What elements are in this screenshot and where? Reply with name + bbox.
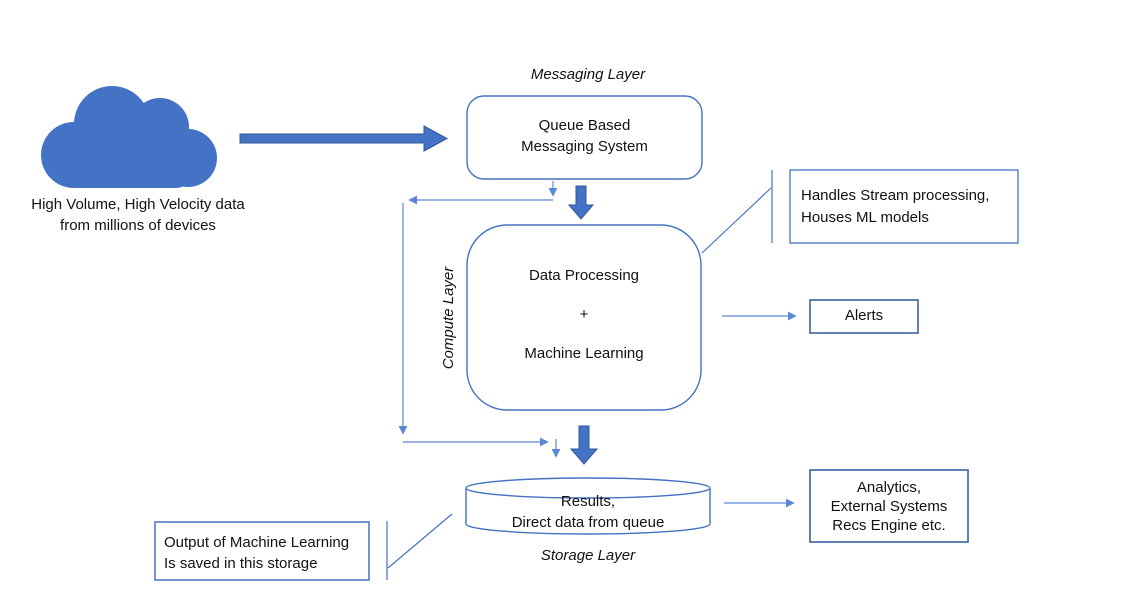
storage-node-label: Results, Direct data from queue [511,493,665,531]
queue-messaging-node [466,95,703,180]
stream-note-box [789,169,1019,244]
storage-note-callout-line [386,513,453,580]
analytics-label: Analytics, External Systems Recs Engine … [830,479,948,534]
flow-arrow-source-to-queue [239,125,449,152]
compute-node-label: Data Processing + Machine Learning [524,267,644,362]
stream-note-callout-line [701,170,773,254]
analytics-box [809,469,969,543]
output-note-box [154,521,370,581]
cloud-icon [41,86,217,188]
output-note-label: Output of Machine Learning Is saved in t… [164,534,350,572]
storage-cylinder [465,477,711,535]
messaging-layer-title: Messaging Layer [530,66,646,83]
queue-messaging-label: Queue Based Messaging System [521,117,648,155]
flow-arrow-queue-to-compute [567,185,595,220]
stream-note-label: Handles Stream processing, Houses ML mod… [801,187,990,226]
storage-layer-title: Storage Layer [540,547,636,564]
alerts-label: Alerts [844,307,884,324]
compute-node [466,224,702,411]
source-label: High Volume, High Velocity data from mil… [31,196,245,234]
alerts-box [809,299,919,334]
compute-layer-title: Compute Layer [440,266,457,370]
flow-arrow-compute-to-storage [569,425,599,465]
